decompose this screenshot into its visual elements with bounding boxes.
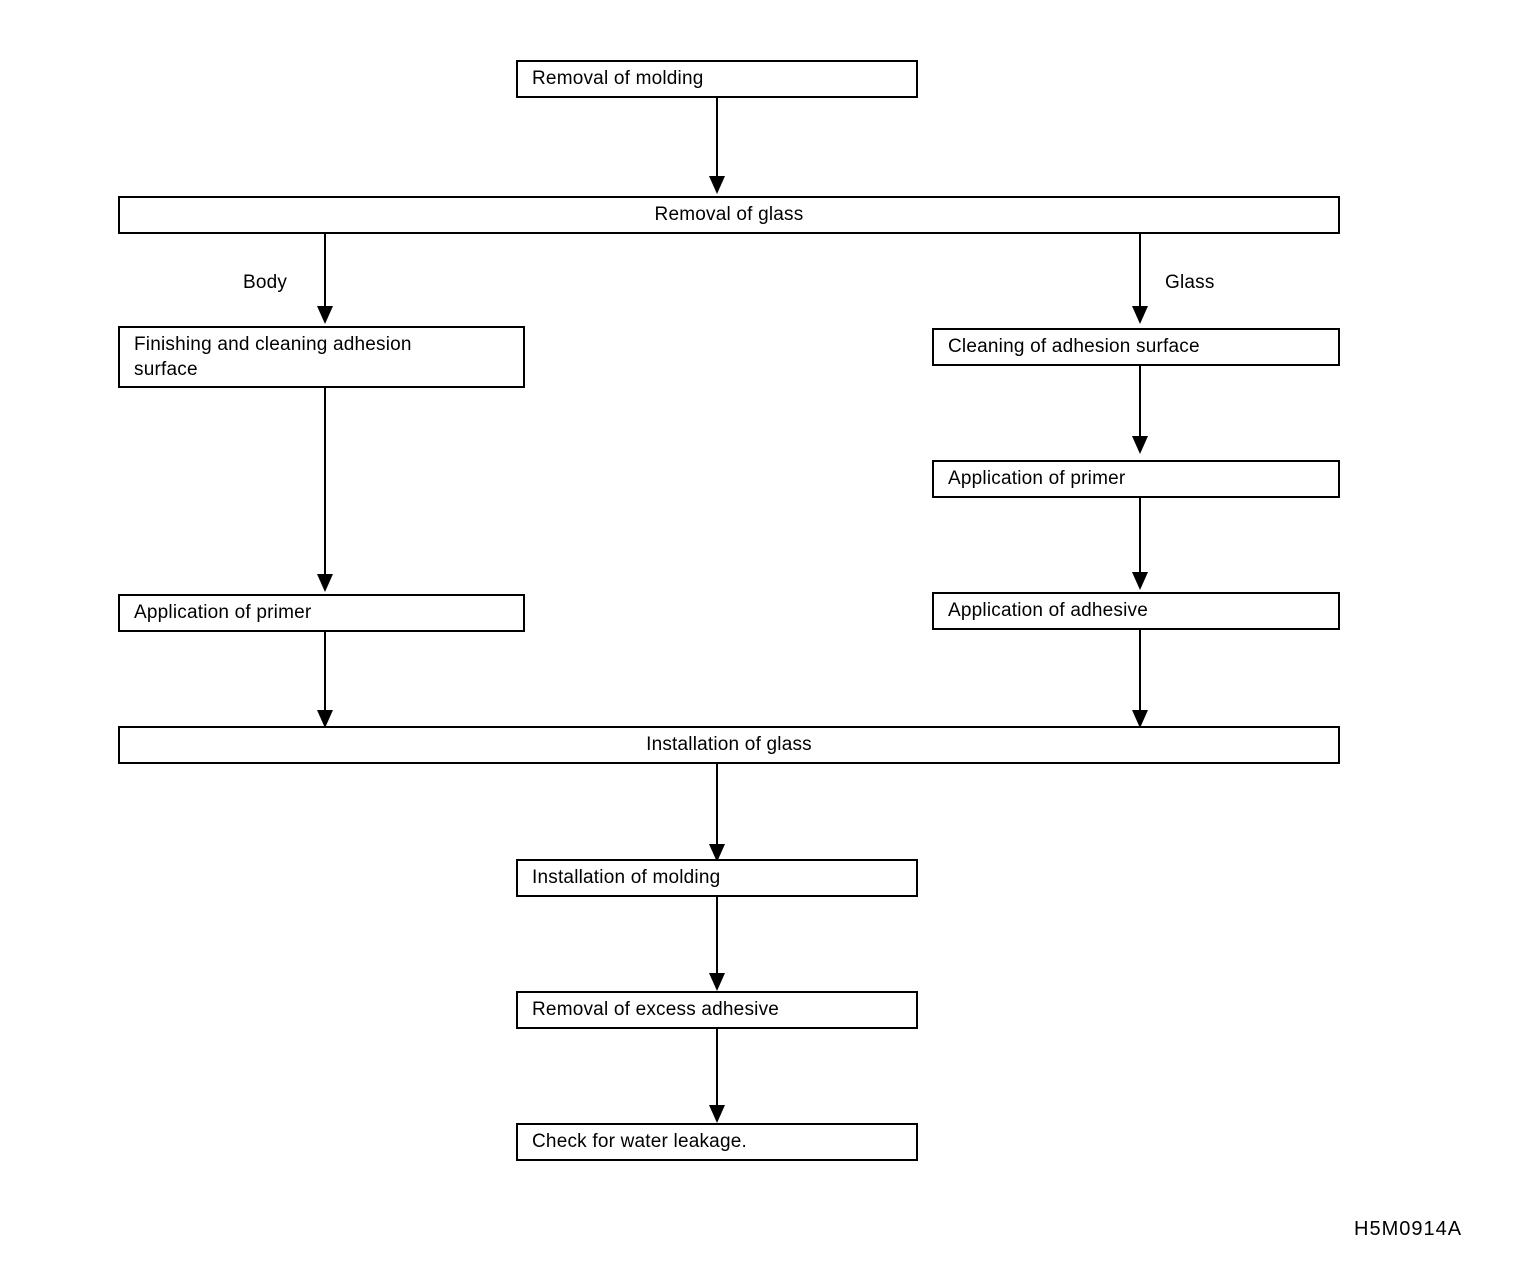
connector-installation-glass-to-molding: [716, 764, 718, 846]
connector-molding-to-glass: [716, 98, 718, 178]
connector-glass-to-glass-branch: [1139, 234, 1141, 308]
node-removal-of-excess-adhesive: Removal of excess adhesive: [516, 991, 918, 1029]
node-installation-of-glass: Installation of glass: [118, 726, 1340, 764]
branch-label-glass: Glass: [1165, 272, 1215, 293]
connector-glass-adhesive-to-installation: [1139, 630, 1141, 718]
connector-molding-to-excess-adhesive: [716, 897, 718, 975]
node-cleaning-of-adhesion-surface-label: Cleaning of adhesion surface: [948, 336, 1200, 358]
arrowhead-excess-adhesive-to-check: [709, 1105, 725, 1123]
arrowhead-body-primer-to-installation: [317, 710, 333, 728]
node-finishing-and-cleaning-adhesion-surface-label: Finishing and cleaning adhesion surface: [134, 333, 412, 380]
connector-glass-cleaning-to-primer: [1139, 366, 1141, 438]
arrowhead-installation-glass-to-molding: [709, 844, 725, 862]
node-removal-of-glass-label: Removal of glass: [654, 204, 804, 226]
node-installation-of-glass-label: Installation of glass: [646, 734, 812, 756]
node-cleaning-of-adhesion-surface: Cleaning of adhesion surface: [932, 328, 1340, 366]
node-glass-application-of-adhesive: Application of adhesive: [932, 592, 1340, 630]
node-check-for-water-leakage-label: Check for water leakage.: [532, 1131, 747, 1153]
connector-glass-primer-to-adhesive: [1139, 498, 1141, 572]
arrowhead-body-branch: [317, 306, 333, 324]
node-body-application-of-primer-label: Application of primer: [134, 602, 312, 624]
node-removal-of-molding-label: Removal of molding: [532, 68, 704, 90]
node-body-application-of-primer: Application of primer: [118, 594, 525, 632]
arrowhead-body-finishing-to-primer: [317, 574, 333, 592]
node-glass-application-of-primer: Application of primer: [932, 460, 1340, 498]
arrowhead-glass-branch: [1132, 306, 1148, 324]
node-removal-of-glass: Removal of glass: [118, 196, 1340, 234]
node-glass-application-of-primer-label: Application of primer: [948, 468, 1126, 490]
arrowhead-glass-primer-to-adhesive: [1132, 572, 1148, 590]
node-check-for-water-leakage: Check for water leakage.: [516, 1123, 918, 1161]
connector-excess-adhesive-to-check: [716, 1029, 718, 1107]
node-finishing-and-cleaning-adhesion-surface: Finishing and cleaning adhesion surface: [118, 326, 525, 388]
node-removal-of-excess-adhesive-label: Removal of excess adhesive: [532, 999, 780, 1021]
arrowhead-glass-adhesive-to-installation: [1132, 710, 1148, 728]
connector-glass-to-body-branch: [324, 234, 326, 308]
node-installation-of-molding: Installation of molding: [516, 859, 918, 897]
arrowhead-molding-to-glass: [709, 176, 725, 194]
branch-label-body: Body: [243, 272, 288, 293]
connector-body-primer-to-installation: [324, 632, 326, 718]
node-glass-application-of-adhesive-label: Application of adhesive: [948, 600, 1149, 622]
node-removal-of-molding: Removal of molding: [516, 60, 918, 98]
node-installation-of-molding-label: Installation of molding: [532, 867, 721, 889]
arrowhead-glass-cleaning-to-primer: [1132, 436, 1148, 454]
connector-body-finishing-to-primer: [324, 388, 326, 576]
arrowhead-molding-to-excess-adhesive: [709, 973, 725, 991]
figure-id: H5M0914A: [1354, 1218, 1463, 1240]
